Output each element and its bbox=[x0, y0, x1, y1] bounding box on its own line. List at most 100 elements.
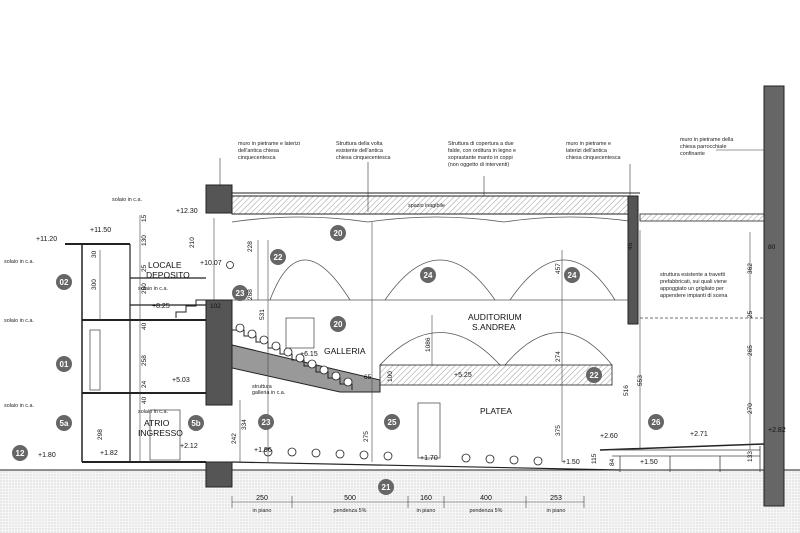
dimension-lines bbox=[99, 215, 751, 462]
room-spazio: spazio inagibile bbox=[408, 203, 445, 209]
level-marker: +2.82 bbox=[768, 427, 786, 434]
dim: 65 bbox=[364, 374, 372, 381]
dim: 300 bbox=[91, 279, 98, 290]
slab-label: solaio in c.a. bbox=[138, 286, 168, 292]
svg-text:12: 12 bbox=[16, 449, 25, 458]
dim: 100 bbox=[387, 371, 394, 382]
gallery-slab bbox=[231, 344, 613, 393]
dim: 274 bbox=[555, 351, 562, 362]
dim: 258 bbox=[141, 355, 148, 366]
dim: 516 bbox=[623, 385, 630, 396]
badge: 26 bbox=[648, 414, 664, 430]
note-roof: Struttura di copertura a due falde, con … bbox=[448, 141, 516, 168]
level-marker: +11.50 bbox=[90, 227, 111, 234]
dim: 242 bbox=[231, 433, 238, 444]
note-parish-wall: muro in pietrame della chiesa parrocchia… bbox=[680, 137, 733, 157]
dim: 260 bbox=[141, 283, 148, 294]
badge: 5b bbox=[188, 415, 204, 431]
svg-text:5b: 5b bbox=[191, 419, 200, 428]
badge: 01 bbox=[56, 356, 72, 372]
level-markers: +12.30 +11.50 +11.20 +10.07 +8.25 +6.15 … bbox=[36, 208, 786, 466]
vault-arches bbox=[231, 216, 637, 366]
slab-label: solaio in c.a. bbox=[4, 318, 34, 324]
note-leaders bbox=[219, 149, 764, 212]
dim: 40 bbox=[141, 322, 148, 330]
slab-labels: solaio in c.a. solaio in c.a. solaio in … bbox=[4, 197, 168, 415]
level-marker: +1.80 bbox=[38, 452, 56, 459]
dim: 25 bbox=[141, 264, 148, 272]
level-marker: +6.15 bbox=[300, 351, 318, 358]
dim: 553 bbox=[637, 375, 644, 386]
room-locale: DEPOSITO bbox=[146, 270, 190, 280]
svg-text:21: 21 bbox=[382, 483, 391, 492]
badge: 22 bbox=[270, 249, 286, 265]
room-badges: 12 01 02 5a 5b 20 20 21 22 22 23 23 24 2… bbox=[12, 225, 664, 495]
dim: 115 bbox=[591, 453, 598, 464]
openings bbox=[89, 317, 441, 461]
dim: 15 bbox=[141, 214, 148, 222]
dim: 375 bbox=[555, 425, 562, 436]
bottom-dim: 160 bbox=[420, 495, 432, 502]
svg-text:5a: 5a bbox=[60, 419, 69, 428]
note-wall-left: muro in pietrame e laterizi dell'antica … bbox=[238, 141, 300, 161]
dim: 30 bbox=[91, 250, 98, 258]
bottom-dimensions: 250 in piano 500 pendenza 5% 160 in pian… bbox=[253, 495, 566, 514]
room-locale: LOCALE bbox=[148, 260, 182, 270]
bottom-dim-note: pendenza 5% bbox=[470, 508, 503, 514]
svg-text:24: 24 bbox=[568, 271, 577, 280]
note-line: (non oggetto di interventi) bbox=[448, 162, 509, 168]
bottom-dim: 253 bbox=[550, 495, 562, 502]
gallery-structure-label: struttura bbox=[252, 384, 272, 390]
roof-structure bbox=[100, 192, 766, 245]
note-line: prefabbricati, sui quali viene bbox=[660, 279, 727, 285]
badge: 21 bbox=[378, 479, 394, 495]
dim: 40 bbox=[141, 396, 148, 404]
bottom-dimension-line bbox=[231, 496, 585, 508]
dim: 130 bbox=[141, 235, 148, 246]
bottom-dim: 500 bbox=[344, 495, 356, 502]
room-galleria: GALLERIA bbox=[324, 346, 366, 356]
level-marker: +1.50 bbox=[562, 459, 580, 466]
badge: 20 bbox=[330, 225, 346, 241]
badge: 23 bbox=[232, 285, 248, 301]
level-marker: +1.50 bbox=[640, 459, 658, 466]
badge: 24 bbox=[420, 267, 436, 283]
dim: 210 bbox=[189, 237, 196, 248]
level-marker: +1.82 bbox=[100, 450, 118, 457]
stairs bbox=[175, 299, 206, 318]
floor-slabs bbox=[65, 243, 765, 471]
badge: 20 bbox=[330, 316, 346, 332]
svg-text:26: 26 bbox=[652, 418, 661, 427]
ground-soil bbox=[0, 469, 800, 533]
stage-structure bbox=[612, 317, 764, 472]
dim: 531 bbox=[259, 309, 266, 320]
badge: 12 bbox=[12, 445, 28, 461]
svg-text:20: 20 bbox=[334, 229, 343, 238]
note-line: falde, con orditura in legno e bbox=[448, 148, 516, 154]
note-line: dell'antica chiesa bbox=[238, 148, 279, 154]
dim: 298 bbox=[97, 429, 104, 440]
badge: 5a bbox=[56, 415, 72, 431]
level-marker: +1.96 bbox=[254, 447, 272, 454]
note-line: appoggiato un grigliato per bbox=[660, 286, 724, 292]
dim: 228 bbox=[247, 241, 254, 252]
level-marker: +11.20 bbox=[36, 236, 57, 243]
level-marker: +10.07 bbox=[200, 260, 222, 267]
dim: 457 bbox=[555, 263, 562, 274]
room-labels: LOCALE DEPOSITO ATRIO INGRESSO GALLERIA … bbox=[138, 203, 522, 438]
svg-text:23: 23 bbox=[236, 289, 245, 298]
svg-text:25: 25 bbox=[388, 418, 397, 427]
bottom-dim: 250 bbox=[256, 495, 268, 502]
gallery-structure-label: galleria in c.a. bbox=[252, 390, 285, 396]
dim: 334 bbox=[241, 419, 248, 430]
bottom-dim-note: in piano bbox=[417, 508, 436, 514]
level-marker: +2.12 bbox=[180, 443, 198, 450]
svg-text:01: 01 bbox=[60, 360, 69, 369]
level-marker: +12.30 bbox=[176, 208, 198, 215]
note-line: Struttura di copertura a due bbox=[448, 141, 514, 147]
dim: 275 bbox=[363, 431, 370, 442]
room-auditorium: AUDITORIUM bbox=[468, 312, 522, 322]
dim: 265 bbox=[747, 345, 754, 356]
level-marker: +2.60 bbox=[600, 433, 618, 440]
note-line: muro in pietrame e laterizi bbox=[238, 141, 300, 147]
